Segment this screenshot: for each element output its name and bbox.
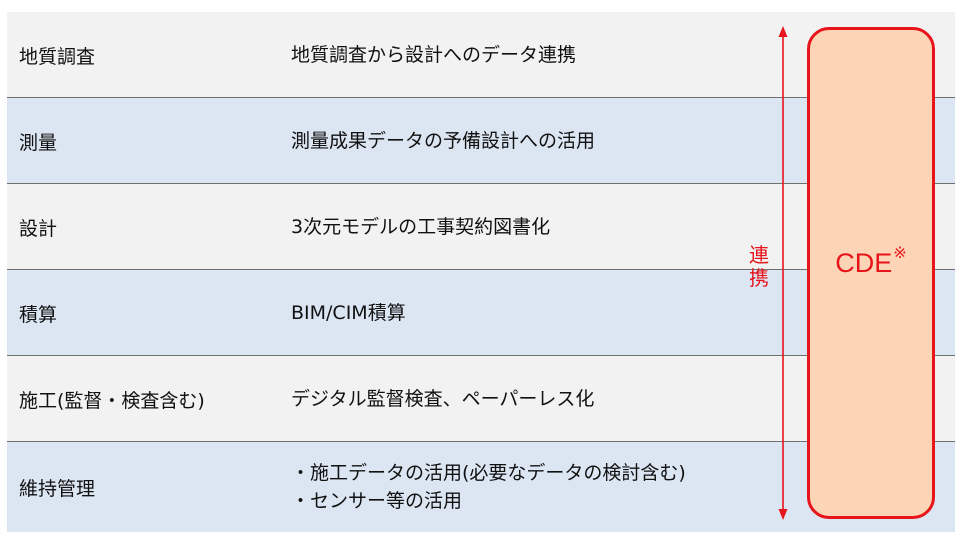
description-line: 3次元モデルの工事契約図書化: [291, 216, 551, 238]
linkage-label-line1: 連: [749, 243, 769, 267]
description-line: ・センサー等の活用: [291, 490, 463, 512]
phase-description: 地質調査から設計へのデータ連携: [291, 12, 576, 98]
row-divider: [7, 441, 955, 442]
linkage-label-line2: 携: [749, 266, 769, 290]
phase-label: 施工(監督・検査含む): [19, 389, 205, 412]
row-divider: [7, 97, 955, 98]
row-divider: [7, 269, 955, 270]
description-line: BIM/CIM積算: [291, 302, 406, 324]
table-row-geological-survey: 地質調査 地質調査から設計へのデータ連携: [7, 12, 955, 98]
bidirectional-arrow-icon: [778, 26, 788, 520]
phase-description: デジタル監督検査、ペーパーレス化: [291, 356, 594, 442]
phase-description: BIM/CIM積算: [291, 270, 406, 356]
footnote-mark-icon: ※: [893, 244, 907, 262]
table-row-design: 設計 3次元モデルの工事契約図書化: [7, 184, 955, 270]
cde-label: CDE ※: [835, 244, 907, 279]
phase-description: 3次元モデルの工事契約図書化: [291, 184, 550, 270]
row-divider: [7, 183, 955, 184]
cde-box: CDE ※: [807, 27, 935, 519]
phase-table: 地質調査 地質調査から設計へのデータ連携 測量 測量成果データの予備設計への活用…: [7, 12, 955, 532]
phase-label: 設計: [19, 217, 58, 240]
phase-label: 維持管理: [19, 477, 96, 500]
table-row-maintenance: 維持管理 ・施工データの活用(必要なデータの検討含む) ・センサー等の活用: [7, 442, 955, 532]
description-line: ・施工データの活用(必要なデータの検討含む): [291, 462, 686, 484]
phase-label: 測量: [19, 131, 58, 154]
table-row-construction: 施工(監督・検査含む) デジタル監督検査、ペーパーレス化: [7, 356, 955, 442]
description-line: 地質調査から設計へのデータ連携: [291, 44, 577, 66]
table-row-survey: 測量 測量成果データの予備設計への活用: [7, 98, 955, 184]
phase-label: 地質調査: [19, 45, 96, 68]
table-row-estimation: 積算 BIM/CIM積算: [7, 270, 955, 356]
description-line: デジタル監督検査、ペーパーレス化: [291, 388, 595, 410]
row-divider: [7, 355, 955, 356]
cde-text: CDE: [835, 247, 893, 278]
phase-description: ・施工データの活用(必要なデータの検討含む) ・センサー等の活用: [291, 442, 686, 532]
linkage-label: 連 携: [745, 244, 773, 290]
phase-label: 積算: [19, 303, 58, 326]
phase-description: 測量成果データの予備設計への活用: [291, 98, 595, 184]
description-line: 測量成果データの予備設計への活用: [291, 130, 596, 152]
